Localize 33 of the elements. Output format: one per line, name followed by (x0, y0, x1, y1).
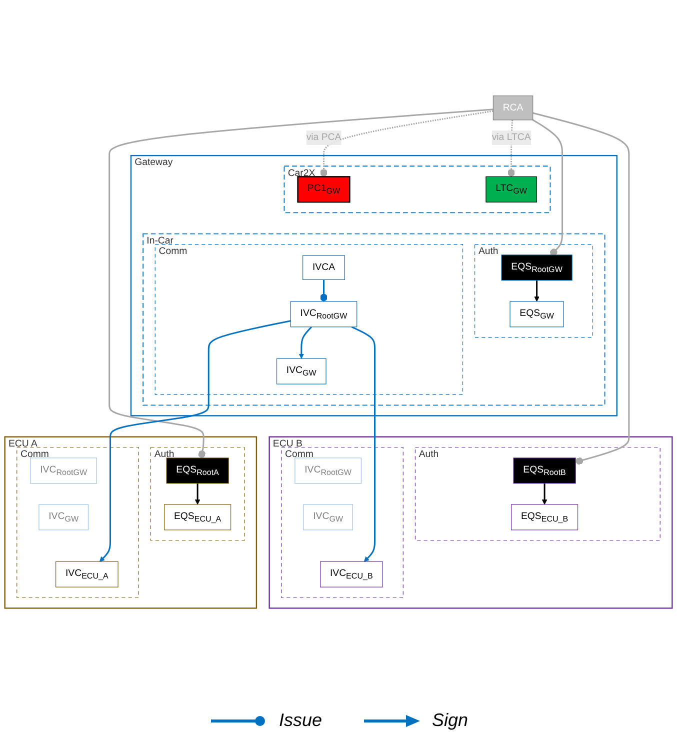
process-box: IVC$_{RootGW}$ (290, 301, 358, 328)
process-box: LTC$_{GW}$ (486, 176, 537, 202)
edge-label: via PCA (306, 130, 342, 145)
process-box: IVC$_{GW}$ (38, 504, 89, 530)
group-title: ECU B (272, 438, 302, 449)
group-title: Car2X (288, 168, 316, 178)
legend-label: Sign (432, 710, 468, 731)
process-box: EQS$_{RootGW}$ (501, 254, 572, 281)
process-box: PC1$_{GW}$ (297, 176, 350, 203)
group-title: Auth (478, 246, 498, 256)
legend-label: Issue (278, 710, 322, 731)
process-box: IVC$_{GW}$ (276, 358, 326, 384)
group-title: In-Car (146, 236, 174, 246)
process-box: EQS$_{ECU_A}$ (164, 504, 232, 530)
edge-label: via LTCA (492, 130, 531, 145)
process-box: EQS$_{GW}$ (510, 301, 564, 328)
process-box: EQS$_{RootB}$ (513, 458, 576, 484)
process-box: IVC$_{RootGW}$ (294, 458, 362, 484)
group-title: Auth (154, 449, 174, 460)
process-box: EQS$_{ECU_B}$ (510, 504, 578, 530)
group-title: Comm (285, 449, 314, 460)
group-title: Gateway (134, 157, 173, 168)
process-box: IVC$_{RootGW}$ (30, 458, 97, 484)
process-box: RCA (492, 96, 534, 120)
group-title: Auth (418, 449, 439, 460)
process-box: IVC$_{GW}$ (303, 504, 353, 530)
process-box: IVCA (302, 255, 345, 280)
process-box: IVC$_{ECU_A}$ (56, 561, 118, 588)
process-box: EQS$_{RootA}$ (166, 458, 229, 484)
group-title: Comm (20, 449, 49, 460)
group-title: Comm (158, 246, 188, 256)
group-title: ECU A (8, 438, 38, 449)
process-box: IVC$_{ECU_B}$ (320, 561, 383, 588)
